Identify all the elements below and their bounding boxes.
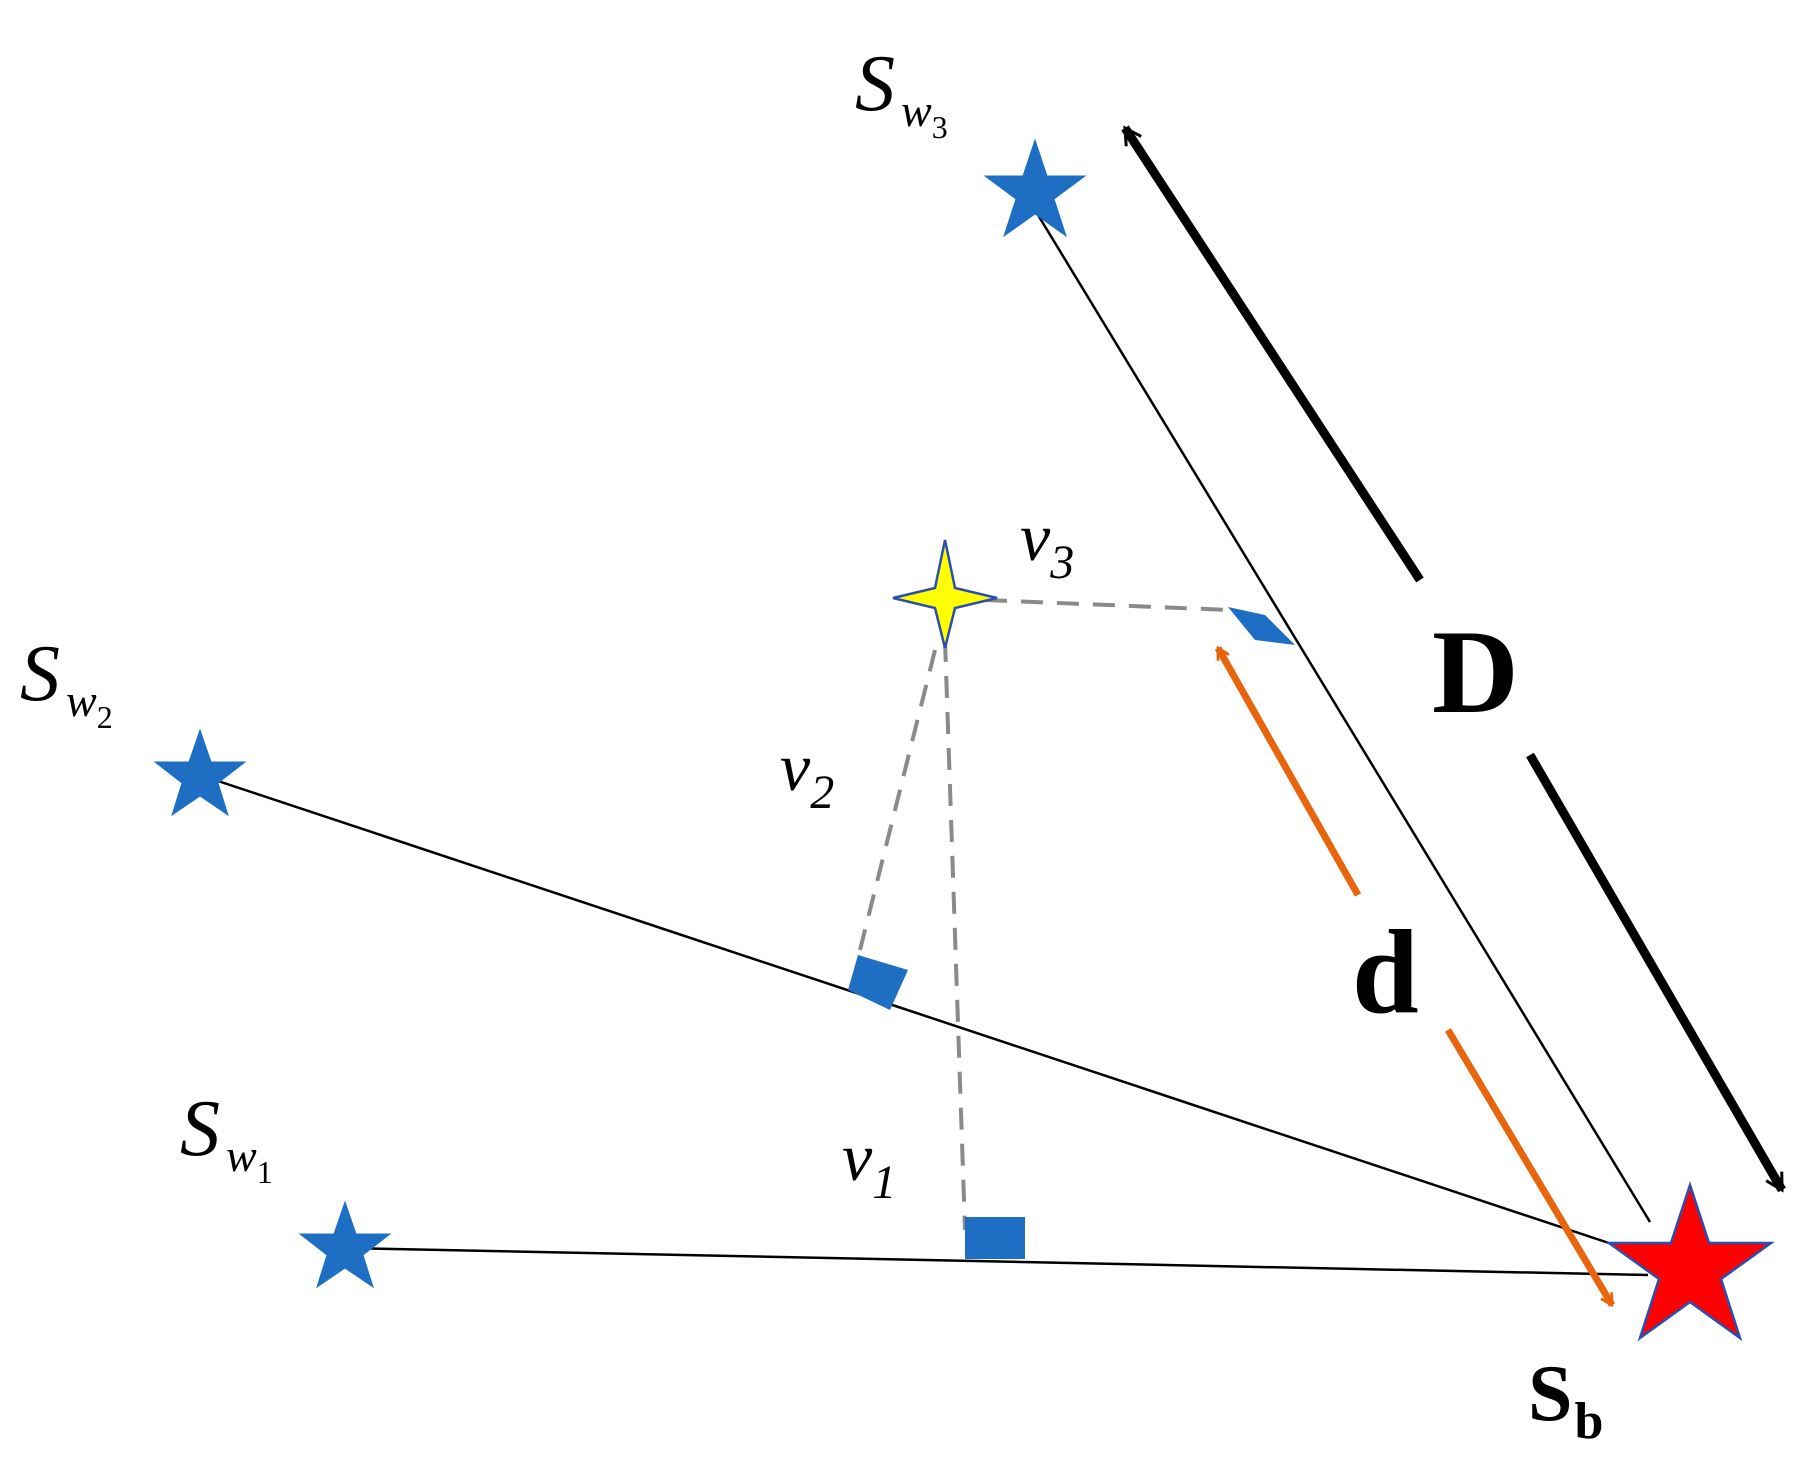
worker-star-sw2-icon (153, 728, 247, 817)
candidate-sparkle-icon (892, 539, 998, 649)
dashed-v2 (858, 649, 937, 951)
worker-star-sw1-icon (298, 1200, 392, 1289)
line-sw3-to-sb (1033, 209, 1652, 1223)
arrow-d-lower (1444, 1028, 1616, 1305)
line-sw2-to-sb (199, 773, 1646, 1257)
right-angle-marker-v2 (848, 955, 908, 1010)
arrow-d-upper (1214, 648, 1362, 897)
label-D: D (1432, 605, 1519, 738)
arrow-D-lower (1526, 752, 1786, 1190)
label-v2: v2 (780, 729, 834, 819)
label-sb: Sb (1528, 1350, 1603, 1450)
label-d: d (1352, 905, 1419, 1038)
best-star-sb-icon (1605, 1180, 1775, 1342)
label-v3: v3 (1020, 499, 1074, 589)
worker-star-sw3-icon (983, 138, 1087, 238)
label-v1: v1 (842, 1119, 896, 1209)
arrow-D-upper (1121, 128, 1424, 583)
dashed-v1 (943, 639, 967, 1231)
right-angle-marker-v3 (1228, 607, 1295, 645)
line-sw1-to-sb (344, 1246, 1649, 1277)
dashed-v3 (984, 598, 1231, 612)
right-angle-marker-v1 (965, 1217, 1025, 1259)
